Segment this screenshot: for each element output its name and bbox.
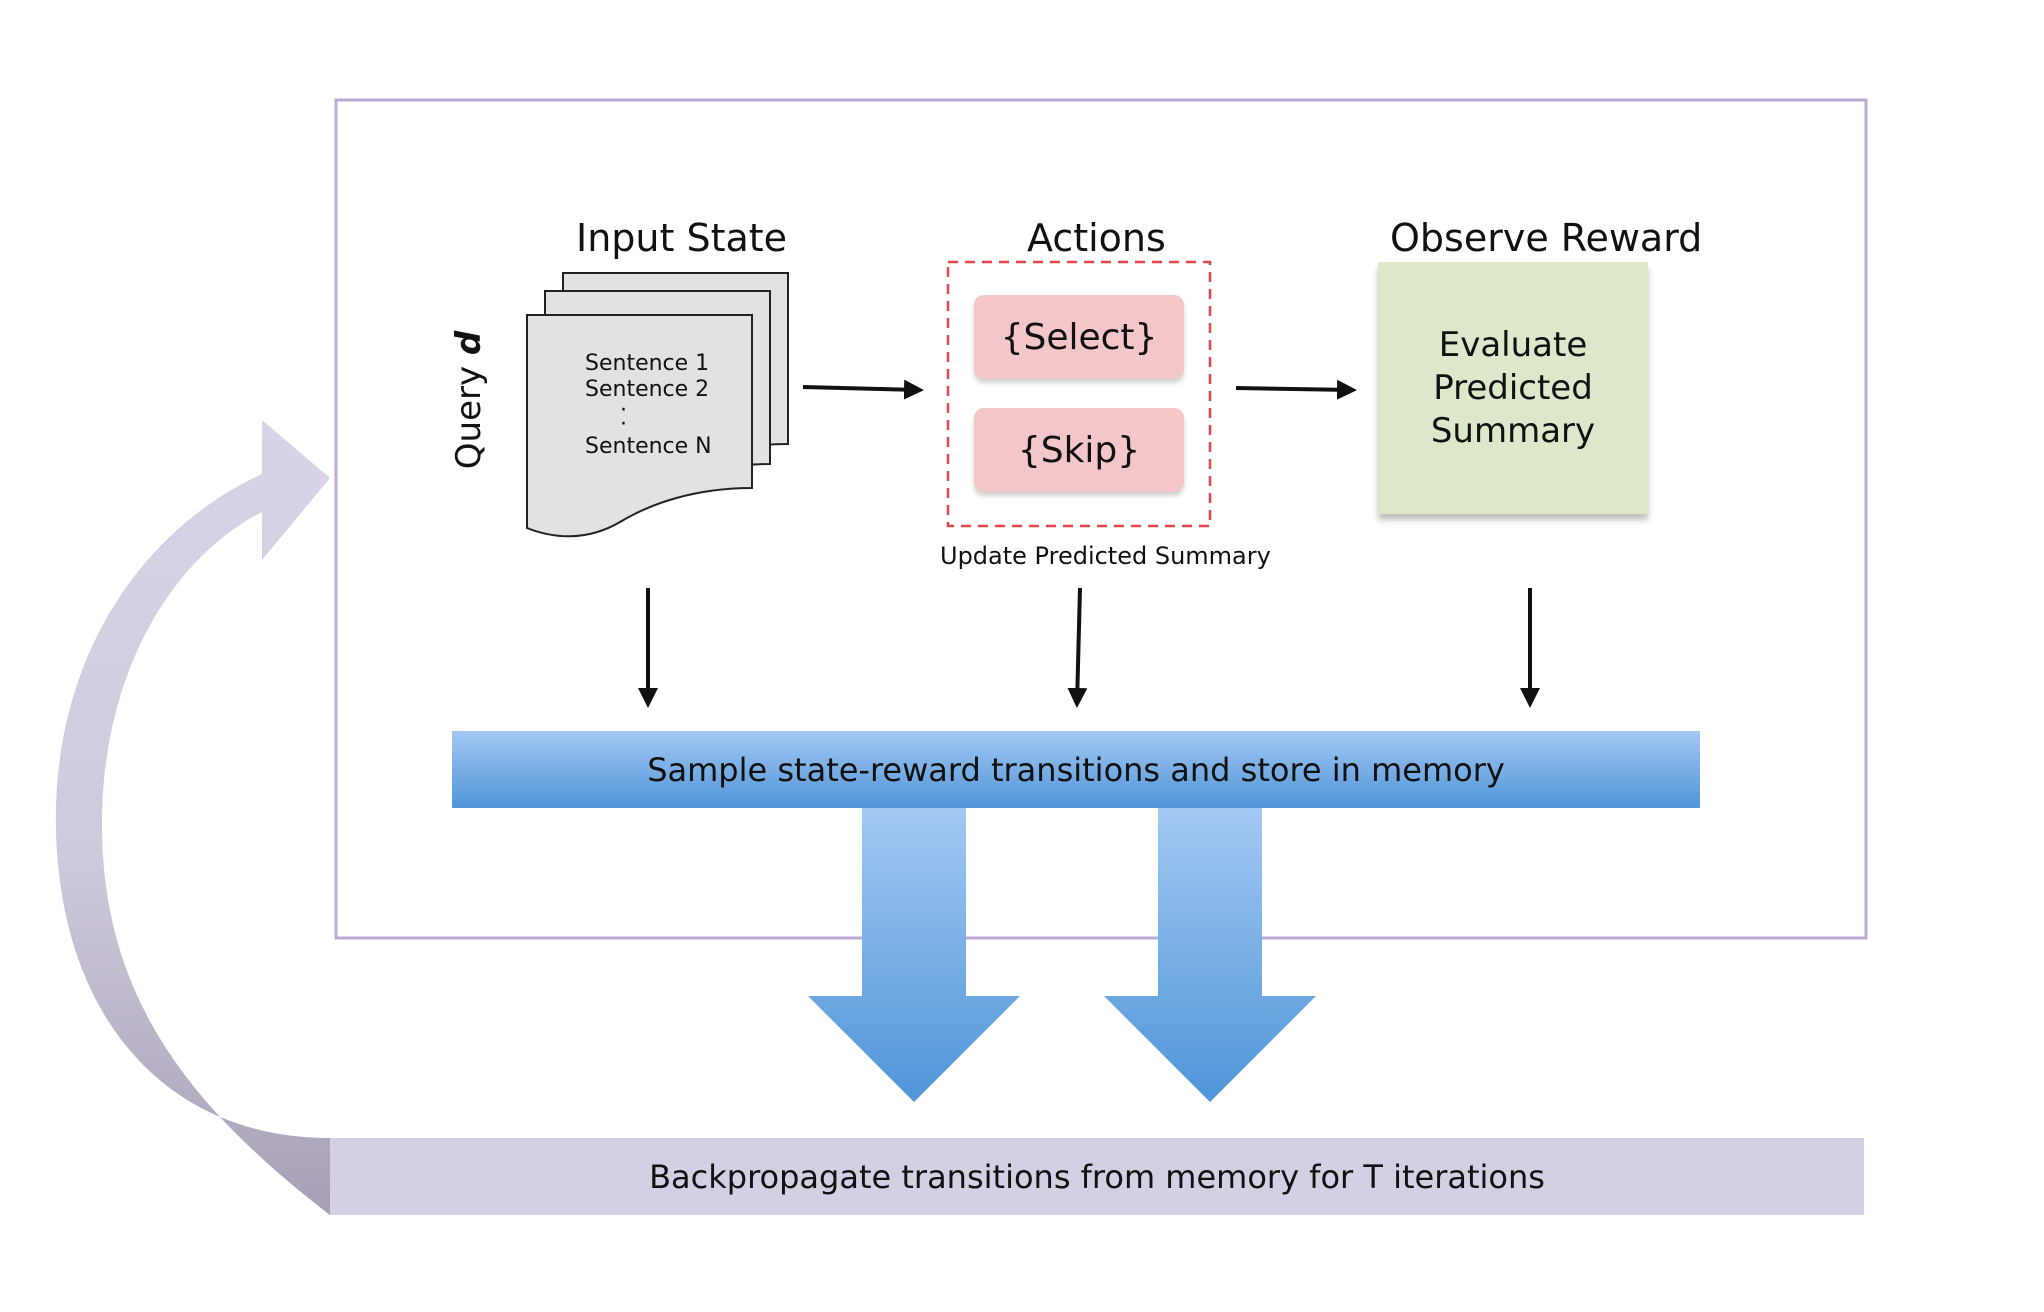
actions-dashed-box: [946, 260, 1212, 528]
input-state-heading: Input State: [576, 216, 788, 260]
skip-action: {Skip}: [974, 408, 1184, 492]
right-arrow-icon: [802, 379, 924, 400]
backprop-band-label: Backpropagate transitions from memory fo…: [649, 1157, 1545, 1196]
loop-back-arrow-icon: [55, 420, 331, 1215]
block-down-arrow-icon: [1104, 808, 1316, 1102]
document-stack-icon: [526, 272, 789, 538]
evaluate-summary-text: Evaluate Predicted Summary: [1430, 324, 1596, 451]
query-label-variable: d: [449, 330, 490, 356]
memory-band: Sample state-reward transitions and stor…: [452, 731, 1700, 808]
memory-band-label: Sample state-reward transitions and stor…: [647, 750, 1505, 789]
observe-reward-heading: Observe Reward: [1390, 216, 1703, 260]
actions-heading: Actions: [1027, 216, 1166, 260]
sentence-n: Sentence N: [585, 434, 712, 459]
sentence-2: Sentence 2: [585, 377, 710, 402]
evaluate-summary-box: Evaluate Predicted Summary: [1378, 262, 1648, 514]
down-arrow-icon: [1067, 587, 1088, 708]
sentence-1: Sentence 1: [585, 351, 710, 376]
sentence-ellipsis: · ·: [620, 398, 627, 437]
block-down-arrow-icon: [808, 808, 1020, 1102]
select-action: {Select}: [974, 295, 1184, 379]
right-arrow-icon: [1235, 379, 1357, 400]
query-label-prefix: Query: [449, 355, 490, 470]
backprop-band: Backpropagate transitions from memory fo…: [330, 1138, 1864, 1215]
query-label: Query d: [449, 331, 489, 469]
actions-caption: Update Predicted Summary: [940, 542, 1271, 570]
